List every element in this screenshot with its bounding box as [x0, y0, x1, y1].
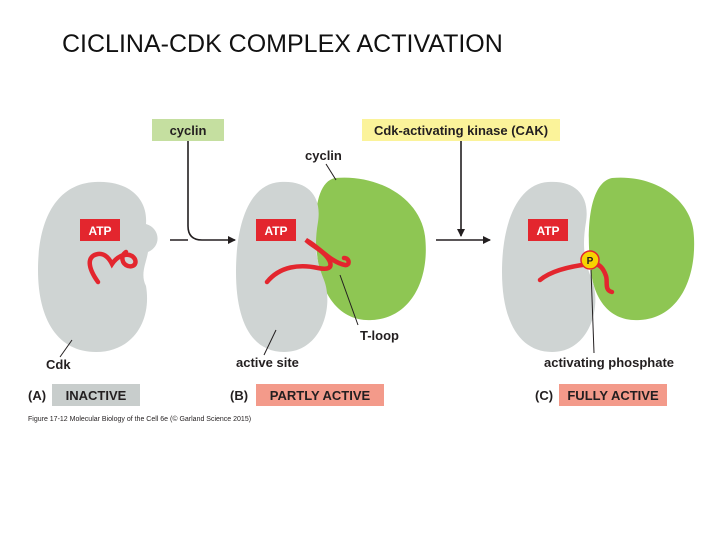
cak-input-box: Cdk-activating kinase (CAK) — [362, 119, 560, 141]
fully-active-badge — [559, 384, 667, 406]
cak-input-label: Cdk-activating kinase (CAK) — [374, 123, 548, 138]
inactive-badge — [52, 384, 140, 406]
t-loop-callout-line — [339, 274, 359, 326]
inactive-label: INACTIVE — [66, 388, 127, 403]
cdk-body-a — [38, 181, 158, 352]
phosphate-callout-line — [590, 269, 595, 354]
partly-active-label: PARTLY ACTIVE — [270, 388, 371, 403]
atp-label-b: ATP — [264, 224, 287, 238]
cyclin-body-c — [588, 177, 695, 321]
panel-a-letter: (A) — [28, 388, 46, 403]
atp-label-c: ATP — [536, 224, 559, 238]
cyclin-body-b — [315, 177, 426, 321]
phosphate-icon — [580, 250, 600, 270]
panel-a-cdk: ATP — [38, 181, 158, 352]
cyclin-pointer-line — [325, 163, 337, 181]
panel-b-complex: ATP — [236, 177, 426, 352]
panel-c-letter: (C) — [535, 388, 553, 403]
panel-b-letter: (B) — [230, 388, 248, 403]
t-loop-label: T-loop — [360, 328, 399, 343]
activating-phosphate-label: activating phosphate — [544, 355, 674, 370]
cdk-callout-line — [59, 339, 73, 358]
panel-c-complex: ATP P — [502, 177, 695, 352]
cyclin-input-box: cyclin — [152, 119, 224, 141]
cdk-body-c — [502, 181, 596, 352]
fully-active-label: FULLY ACTIVE — [567, 388, 659, 403]
t-loop-a — [87, 249, 138, 285]
active-site-callout-line — [263, 329, 277, 356]
partly-active-badge — [256, 384, 384, 406]
cdk-callout-label: Cdk — [46, 357, 71, 372]
t-loop-b — [264, 237, 351, 285]
cyclin-pointer-label: cyclin — [305, 148, 342, 163]
t-loop-c — [537, 261, 615, 295]
phosphate-label: P — [587, 256, 594, 267]
cyclin-binding-arrow — [187, 141, 236, 244]
figure-caption: Figure 17-12 Molecular Biology of the Ce… — [28, 415, 251, 423]
active-site-label: active site — [236, 355, 299, 370]
atp-label-a: ATP — [88, 224, 111, 238]
cyclin-input-label: cyclin — [170, 123, 207, 138]
page-title: CICLINA-CDK COMPLEX ACTIVATION — [62, 30, 503, 58]
